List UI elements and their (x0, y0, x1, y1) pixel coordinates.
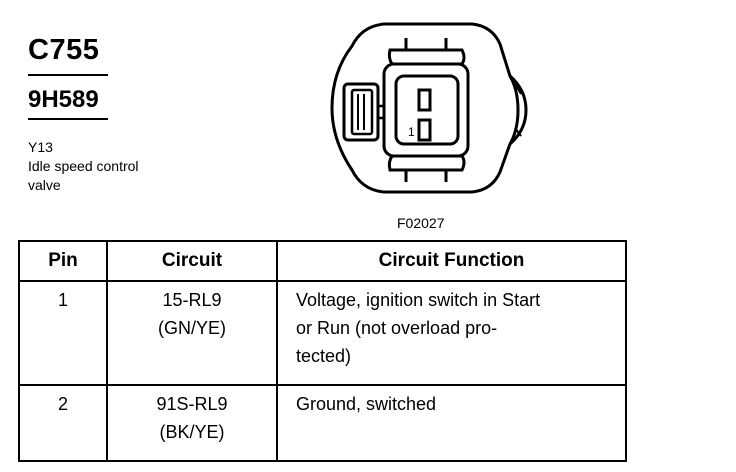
circuit-cell: 15-RL9 (GN/YE) (106, 280, 278, 386)
part-number-underline (28, 118, 108, 120)
header-pin: Pin (18, 240, 108, 282)
function-line: or Run (not overload pro- (296, 318, 498, 338)
table-row: 2 91S-RL9 (BK/YE) Ground, switched (18, 384, 627, 462)
function-line: Voltage, ignition switch in Start (296, 290, 541, 310)
header-circuit-function: Circuit Function (276, 240, 627, 282)
lock-tab-outer (342, 82, 380, 142)
top-latch-base (387, 48, 466, 66)
component-designator: Y13 (28, 139, 53, 155)
table-row: 1 15-RL9 (GN/YE) Voltage, ignition switc… (18, 280, 627, 386)
circuit-code: 15-RL9 (162, 290, 222, 310)
circuit-cell: 91S-RL9 (BK/YE) (106, 384, 278, 462)
connector-face-diagram: 1 (322, 10, 542, 210)
connector-id: C755 (28, 34, 100, 66)
pin-1-terminal (417, 118, 432, 142)
bottom-latch-base (387, 154, 466, 172)
table-header-row: Pin Circuit Circuit Function (18, 240, 627, 282)
title-underline (28, 74, 108, 76)
function-cell: Voltage, ignition switch in Start or Run… (276, 280, 627, 386)
function-line: tected) (296, 346, 352, 366)
part-number: 9H589 (28, 86, 99, 113)
figure-label: F02027 (397, 215, 445, 231)
pin-2-terminal (417, 88, 432, 112)
description-line-1: Idle speed control (28, 158, 139, 174)
lock-tab-ribs (357, 94, 365, 130)
pinout-table: Pin Circuit Circuit Function 1 15-RL9 (G… (18, 240, 627, 462)
pin-cell: 2 (18, 384, 108, 462)
housing-right-ridge-inner (514, 83, 522, 137)
component-description: Y13 Idle speed control valve (28, 138, 198, 195)
wire-color: (BK/YE) (159, 422, 225, 442)
housing-right-ridge (508, 74, 528, 146)
function-line: Ground, switched (296, 394, 437, 414)
wire-color: (GN/YE) (157, 318, 226, 338)
pin-cell: 1 (18, 280, 108, 386)
pin-1-marker: 1 (408, 125, 415, 139)
top-latch (404, 38, 448, 52)
description-line-2: valve (28, 177, 61, 193)
connector-face-svg: 1 (330, 22, 528, 194)
header-circuit: Circuit (106, 240, 278, 282)
socket-inner (394, 74, 460, 146)
lock-tab-inner (350, 88, 374, 136)
bottom-latch (404, 168, 448, 182)
function-cell: Ground, switched (276, 384, 627, 462)
socket-body (382, 62, 470, 158)
connector-housing-outline (330, 22, 520, 194)
circuit-code: 91S-RL9 (156, 394, 228, 414)
lock-tab-link (378, 104, 384, 120)
